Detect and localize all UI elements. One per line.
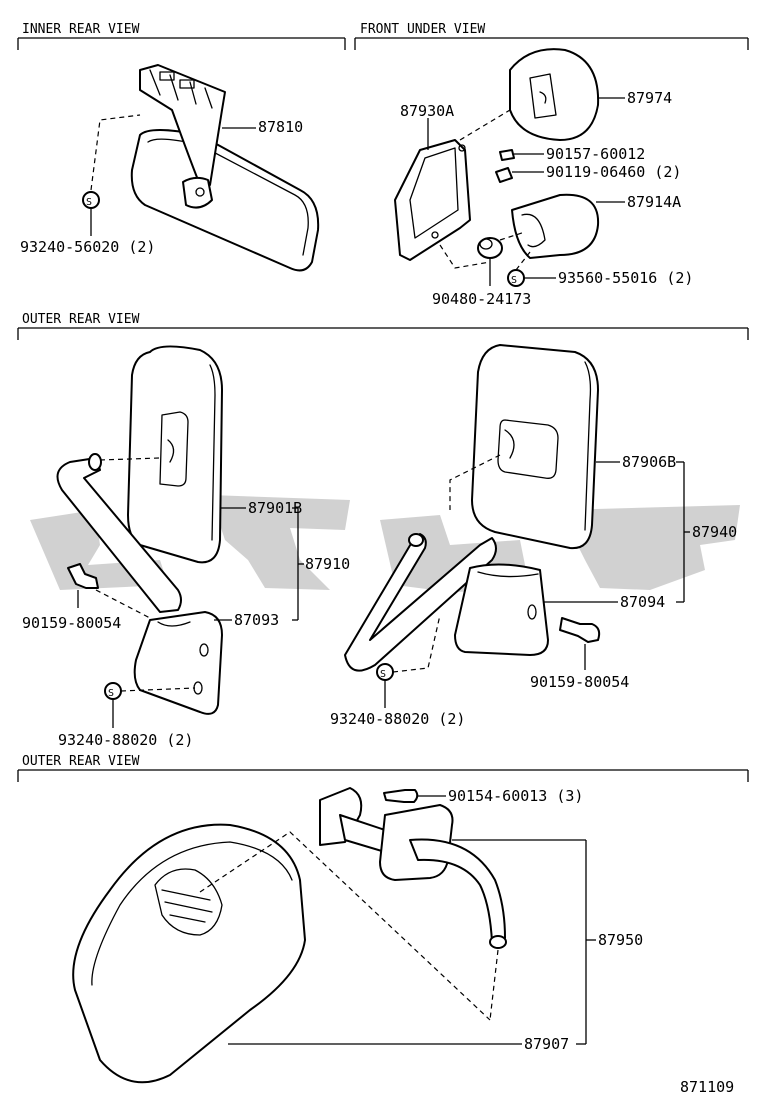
label-87906B: 87906B — [596, 453, 685, 603]
label-87950: 87950 — [452, 839, 643, 1044]
inner-rear-mirror-assembly: S — [82, 64, 320, 272]
outer-rear-mirror-left-assembly: S — [56, 345, 223, 715]
svg-text:87901B: 87901B — [248, 499, 302, 517]
label-87974: 87974 — [598, 89, 672, 107]
svg-text:S: S — [86, 197, 92, 208]
section-front-under-header: FRONT UNDER VIEW — [354, 22, 749, 50]
svg-text:93240-88020 (2): 93240-88020 (2) — [330, 710, 465, 728]
label-87914A: 87914A — [596, 193, 681, 211]
svg-text:90480-24173: 90480-24173 — [432, 290, 531, 308]
label-87907: 87907 — [228, 1035, 586, 1053]
label-90159-80054-right: 90159-80054 — [530, 644, 629, 691]
svg-text:87906B: 87906B — [622, 453, 676, 471]
label-87093: 87093 — [214, 611, 279, 629]
section-outer-rear-header-1: OUTER REAR VIEW — [17, 312, 749, 340]
svg-text:87940: 87940 — [692, 523, 737, 541]
label-87930A: 87930A — [400, 102, 454, 150]
svg-text:87093: 87093 — [234, 611, 279, 629]
label-90154-60013: 90154-60013 (3) — [418, 787, 583, 805]
svg-text:90157-60012: 90157-60012 — [546, 145, 645, 163]
svg-text:87974: 87974 — [627, 89, 672, 107]
svg-text:90154-60013 (3): 90154-60013 (3) — [448, 787, 583, 805]
label-90480-24173: 90480-24173 — [432, 258, 531, 308]
label-87910: 87910 — [298, 555, 350, 573]
diagram-id: 871109 — [680, 1078, 734, 1096]
label-90157-60012: 90157-60012 — [514, 145, 645, 163]
section-title-outer-rear-1: OUTER REAR VIEW — [22, 312, 140, 327]
svg-text:90159-80054: 90159-80054 — [22, 614, 121, 632]
label-90119-06460: 90119-06460 (2) — [512, 163, 681, 181]
svg-text:S: S — [108, 688, 114, 699]
svg-text:93240-88020 (2): 93240-88020 (2) — [58, 731, 193, 749]
svg-text:90159-80054: 90159-80054 — [530, 673, 629, 691]
svg-text:87094: 87094 — [620, 593, 665, 611]
label-87940: 87940 — [684, 523, 737, 541]
outer-rear-mirror-right-assembly: S — [344, 344, 601, 681]
label-93240-88020-left: 93240-88020 (2) — [58, 699, 193, 749]
front-under-mirror-assembly: S — [394, 48, 600, 287]
label-87810: 87810 — [222, 118, 303, 136]
svg-text:93560-55016 (2): 93560-55016 (2) — [558, 269, 693, 287]
label-90159-80054-left: 90159-80054 — [22, 590, 121, 632]
label-87094: 87094 — [544, 593, 665, 611]
section-title-outer-rear-2: OUTER REAR VIEW — [22, 754, 140, 769]
section-inner-rear-header: INNER REAR VIEW — [17, 22, 346, 50]
svg-text:90119-06460 (2): 90119-06460 (2) — [546, 163, 681, 181]
svg-text:93240-56020 (2): 93240-56020 (2) — [20, 238, 155, 256]
svg-text:87950: 87950 — [598, 931, 643, 949]
section-outer-rear-header-2: OUTER REAR VIEW — [17, 754, 749, 782]
svg-text:87810: 87810 — [258, 118, 303, 136]
outer-rear-mirror-bottom-assembly — [72, 787, 507, 1084]
svg-text:87930A: 87930A — [400, 102, 454, 120]
section-title-front-under: FRONT UNDER VIEW — [360, 22, 485, 37]
svg-text:87914A: 87914A — [627, 193, 681, 211]
label-93240-56020: 93240-56020 (2) — [20, 208, 155, 256]
label-93240-88020-right: 93240-88020 (2) — [330, 680, 465, 728]
svg-text:87907: 87907 — [524, 1035, 569, 1053]
label-93560-55016: 93560-55016 (2) — [524, 269, 693, 287]
label-87901B: 87901B — [220, 499, 302, 621]
section-title-inner-rear: INNER REAR VIEW — [22, 22, 140, 37]
svg-text:S: S — [380, 669, 386, 680]
svg-text:87910: 87910 — [305, 555, 350, 573]
svg-text:S: S — [511, 275, 517, 286]
